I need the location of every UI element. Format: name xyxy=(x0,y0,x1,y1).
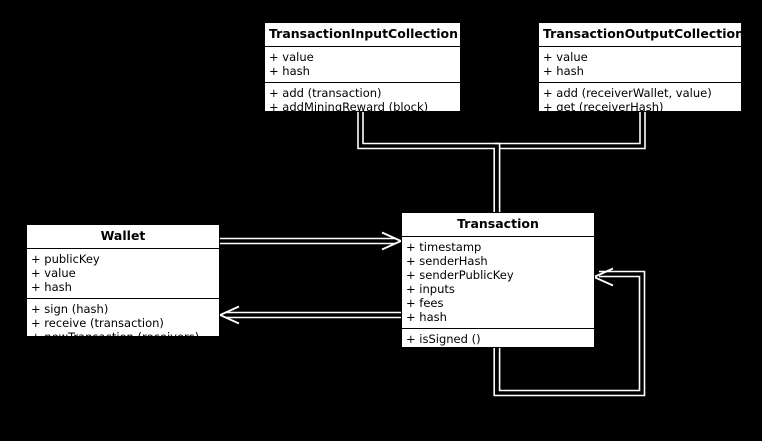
attribute-item: + value xyxy=(269,50,314,64)
class-name-transaction: Transaction xyxy=(402,213,594,237)
attribute-item: + timestamp xyxy=(406,240,482,254)
attributes-compartment-transaction-output-collection: + value + hash xyxy=(539,47,741,82)
operation-item: + receive (transaction) xyxy=(31,316,164,330)
class-name-transaction-input-collection: TransactionInputCollection xyxy=(265,23,460,47)
attribute-item: + senderHash xyxy=(406,254,488,268)
attributes-compartment-wallet: + publicKey + value + hash xyxy=(27,249,219,298)
edge-input-collection-to-transaction xyxy=(357,112,501,212)
attributes-compartment-transaction-input-collection: + value + hash xyxy=(265,47,460,82)
operation-item: + isVerified () xyxy=(406,346,485,360)
class-name-transaction-output-collection: TransactionOutputCollection xyxy=(539,23,744,47)
operation-item: + newTransaction (receivers) xyxy=(31,330,200,344)
operation-item: + get (receiverHash) xyxy=(543,100,664,114)
attribute-item: + value xyxy=(543,50,588,64)
attribute-item: + hash xyxy=(406,310,447,324)
attribute-item: + senderPublicKey xyxy=(406,268,514,282)
operations-compartment-transaction-input-collection: + add (transaction) + addMiningReward (b… xyxy=(265,82,460,118)
edge-output-collection-to-transaction xyxy=(494,112,646,150)
operation-item: + isSigned () xyxy=(406,332,481,346)
attribute-item: + inputs xyxy=(406,282,455,296)
operation-item: + addMiningReward (block) xyxy=(269,100,429,114)
attribute-item: + hash xyxy=(543,64,584,78)
operations-compartment-wallet: + sign (hash) + receive (transaction) + … xyxy=(27,298,219,348)
class-name-wallet: Wallet xyxy=(27,225,219,249)
attribute-item: + hash xyxy=(31,280,72,294)
edge-transaction-to-wallet xyxy=(217,305,401,325)
uml-class-wallet[interactable]: Wallet + publicKey + value + hash + sign… xyxy=(26,224,220,344)
operation-item: + add (receiverWallet, value) xyxy=(543,86,712,100)
operations-compartment-transaction: + isSigned () + isVerified () xyxy=(402,328,594,364)
uml-class-transaction-input-collection[interactable]: TransactionInputCollection + value + has… xyxy=(264,22,461,114)
attribute-item: + fees xyxy=(406,296,444,310)
attribute-item: + value xyxy=(31,266,76,280)
operation-item: + sign (hash) xyxy=(31,302,109,316)
uml-class-transaction[interactable]: Transaction + timestamp + senderHash + s… xyxy=(401,212,595,360)
operations-compartment-transaction-output-collection: + add (receiverWallet, value) + get (rec… xyxy=(539,82,741,118)
attributes-compartment-transaction: + timestamp + senderHash + senderPublicK… xyxy=(402,237,594,328)
attribute-item: + publicKey xyxy=(31,252,100,266)
uml-class-transaction-output-collection[interactable]: TransactionOutputCollection + value + ha… xyxy=(538,22,744,114)
attribute-item: + hash xyxy=(269,64,310,78)
operation-item: + add (transaction) xyxy=(269,86,382,100)
edge-wallet-to-transaction xyxy=(220,231,404,251)
